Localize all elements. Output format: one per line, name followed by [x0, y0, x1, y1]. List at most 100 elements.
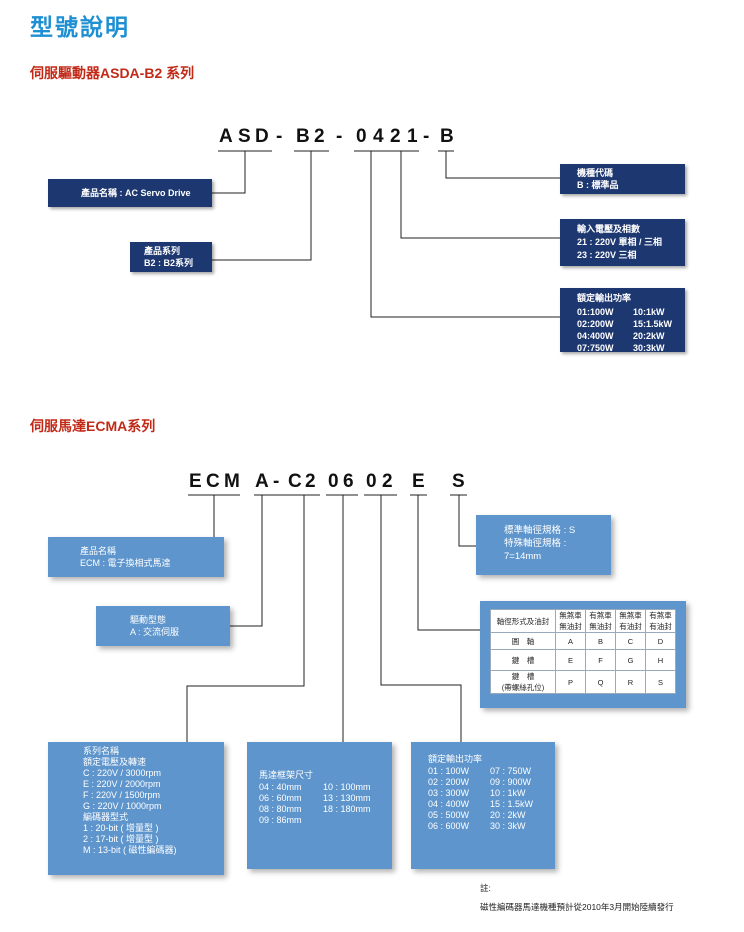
shaft-seal-table: 軸徑形式及油封 無煞車無油封 有煞車無油封 無煞車有油封 有煞車有油封 圓 軸 … [490, 609, 676, 694]
shaft-code: C [615, 632, 646, 650]
power-value: 15 : 1.5kW [490, 799, 534, 809]
note-text: 磁性編碼器馬達機種預計從2010年3月開始陸續發行 [480, 902, 674, 912]
power-value: 02:200W [577, 319, 614, 329]
motor-series-line: F : 220V / 1500rpm [83, 790, 161, 800]
shaft-code: S [645, 670, 676, 694]
drive-model-code-label: 機種代碼 [577, 168, 614, 178]
motor-series-line: M : 13-bit ( 磁性編碼器) [83, 845, 177, 855]
motor-code-char: E [412, 471, 425, 492]
motor-shaft-special-value: 7=14mm [504, 551, 542, 562]
motor-series-line: 2 : 17-bit ( 增量型 ) [83, 834, 159, 844]
connector [230, 495, 263, 627]
frame-value: 13 : 130mm [323, 793, 371, 803]
power-value: 03 : 300W [428, 788, 470, 798]
page-title: 型號說明 [30, 14, 130, 40]
shaft-row-label: 鍵 槽 [490, 649, 556, 671]
shaft-code: B [585, 632, 616, 650]
shaft-code: E [555, 649, 586, 671]
shaft-row-label: 圓 軸 [490, 632, 556, 650]
power-value: 20 : 2kW [490, 810, 526, 820]
table-row: 圓 軸 A B C D [490, 632, 676, 650]
connector [445, 151, 560, 179]
motor-series-line: 系列名稱 [83, 746, 120, 756]
motor-code-char: 2 [382, 471, 393, 492]
motor-series-line: C : 220V / 3000rpm [83, 768, 162, 778]
frame-value: 04 : 40mm [259, 782, 302, 792]
power-value: 07 : 750W [490, 766, 532, 776]
motor-code-char: A [255, 471, 269, 492]
motor-code-char: - [273, 471, 280, 492]
connector [380, 495, 462, 745]
motor-frame-row: 08 : 80mm 18 : 180mm [247, 804, 392, 815]
drive-code-char: 2 [390, 126, 401, 147]
drive-code-char: 0 [356, 126, 367, 147]
motor-shaft-standard: 標準軸徑規格 : S [504, 525, 576, 536]
table-row: 鍵 槽(帶螺絲孔位) P Q R S [490, 670, 676, 694]
motor-code-char: 6 [343, 471, 354, 492]
drive-code-char: 1 [407, 126, 418, 147]
shaft-row-label: 鍵 槽(帶螺絲孔位) [490, 670, 556, 694]
motor-frame-row: 04 : 40mm 10 : 100mm [247, 782, 392, 793]
drive-model-code: A S D - B 2 - 0 4 2 1 - B [0, 126, 744, 150]
frame-value: 08 : 80mm [259, 804, 302, 814]
frame-value: 10 : 100mm [323, 782, 371, 792]
connector [370, 151, 560, 318]
shaft-code: P [555, 670, 586, 694]
connector [458, 495, 476, 547]
motor-product-name-value: ECM : 電子換相式馬達 [80, 558, 171, 568]
connector [186, 495, 305, 745]
motor-drive-type-value: A : 交流伺服 [130, 627, 180, 637]
drive-code-char: B [440, 126, 454, 147]
motor-code-char: S [452, 471, 465, 492]
power-value: 02 : 200W [428, 777, 470, 787]
power-value: 10:1kW [633, 307, 665, 317]
drive-code-char: A [219, 126, 233, 147]
shaft-code: Q [585, 670, 616, 694]
motor-power-title: 額定輸出功率 [428, 754, 483, 764]
power-value: 09 : 900W [490, 777, 532, 787]
motor-series-line: 1 : 20-bit ( 增量型 ) [83, 823, 159, 833]
motor-shaft-special: 特殊軸徑規格 : [504, 538, 567, 549]
motor-series-line: 額定電壓及轉速 [83, 757, 147, 767]
frame-value: 18 : 180mm [323, 804, 371, 814]
motor-shaft-spec-box: 標準軸徑規格 : S 特殊軸徑規格 : 7=14mm [476, 515, 611, 575]
shaft-table-header: 無煞車無油封 [555, 609, 586, 633]
motor-shaft-table-box: 軸徑形式及油封 無煞車無油封 有煞車無油封 無煞車有油封 有煞車有油封 圓 軸 … [480, 601, 686, 708]
power-value: 01:100W [577, 307, 614, 317]
shaft-code: R [615, 670, 646, 694]
connector [212, 151, 312, 261]
motor-series-line: 編碼器型式 [83, 812, 129, 822]
drive-product-name-box: 產品名稱 : AC Servo Drive [48, 179, 212, 207]
motor-power-row: 02 : 200W 09 : 900W [411, 777, 555, 788]
shaft-table-corner: 軸徑形式及油封 [490, 609, 556, 633]
connector [212, 151, 246, 194]
motor-frame-title: 馬達框架尺寸 [259, 770, 314, 780]
motor-series-box: 系列名稱 額定電壓及轉速 C : 220V / 3000rpm E : 220V… [48, 742, 224, 875]
shaft-code: G [615, 649, 646, 671]
drive-code-char: 4 [373, 126, 384, 147]
connector [417, 495, 480, 631]
shaft-code: A [555, 632, 586, 650]
connector [400, 151, 560, 239]
drive-code-char: - [423, 126, 430, 147]
drive-rated-power-title: 額定輸出功率 [577, 293, 632, 303]
drive-input-voltage-box: 輸入電壓及相數 21 : 220V 單相 / 三相 23 : 220V 三相 [560, 219, 685, 266]
power-value: 10 : 1kW [490, 788, 526, 798]
drive-rated-power-row: 01:100W 10:1kW [560, 306, 685, 318]
drive-model-code-value: B : 標準品 [577, 180, 619, 190]
table-row: 鍵 槽 E F G H [490, 649, 676, 671]
motor-power-row: 03 : 300W 10 : 1kW [411, 788, 555, 799]
motor-code-char: C [288, 471, 302, 492]
motor-code-char: C [206, 471, 220, 492]
motor-code-char: 0 [328, 471, 339, 492]
drive-series-value: B2 : B2系列 [144, 258, 194, 268]
power-value: 30 : 3kW [490, 821, 526, 831]
